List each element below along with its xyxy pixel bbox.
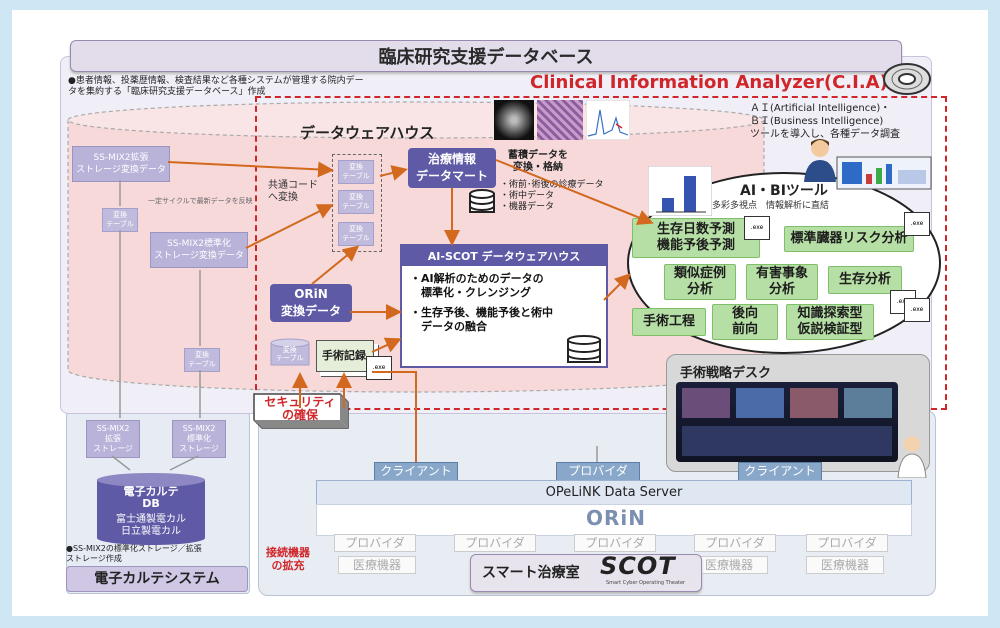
orin-logo: ORiN — [586, 506, 646, 530]
disc-icon — [883, 63, 931, 95]
device-provider-5: プロバイダ — [806, 534, 888, 552]
doctor-icon — [897, 436, 927, 478]
accum-items: ・術前･術後の診療データ・術中データ・機器データ — [500, 180, 604, 212]
aiscot-items: ・AI解析のためのデータの 標準化・クレンジング ・生存予後、機能予後と術中 デ… — [410, 272, 553, 333]
security-box — [253, 393, 349, 429]
opelink-server: OPeLiNK Data Server — [316, 480, 912, 506]
emr-vendor-label: 富士通製電カル日立製電カル — [116, 514, 186, 537]
device-3: 医療機器 — [806, 556, 884, 574]
device-provider-4: プロバイダ — [694, 534, 776, 552]
aiscot-title: AI-SCOT データウェアハウス — [402, 246, 606, 266]
analysis-survival: 生存日数予測機能予後予測 — [632, 218, 760, 258]
analysis-label: 分析 — [686, 282, 713, 297]
ai-tool-title: AI・BIツール — [740, 183, 828, 199]
analysis-label: 標準臓器リスク分析 — [790, 231, 908, 246]
analysis-label: 類似症例 — [673, 266, 726, 281]
analysis-label: 分析 — [768, 282, 795, 297]
smart-room-label — [470, 554, 702, 592]
analysis-label: 有害事象 — [755, 266, 808, 281]
ssmix-note: ●SS-MIX2の標準化ストレージ／拡張ストレージ作成 — [66, 544, 202, 563]
aiscot-db-icon — [567, 335, 601, 363]
analysis-organ-risk: 標準臓器リスク分析 — [784, 226, 914, 252]
cycle-note: 一定サイクルで最新データを反映 — [148, 197, 253, 205]
analysis-label: 生存日数予測 — [656, 222, 735, 237]
analysis-process: 手術工程 — [632, 308, 706, 336]
expand-label: 接続機器の拡充 — [266, 546, 310, 572]
device-2: 医療機器 — [690, 556, 768, 574]
conv-table-g3: 変換テーブル — [338, 222, 374, 246]
scot-logo: SCOT — [600, 552, 676, 580]
analysis-label: 後向 — [731, 306, 758, 321]
cia-title: Clinical Information Analyzer(C.I.A) — [530, 72, 888, 93]
conv-table-g1: 変換テーブル — [338, 160, 374, 184]
analysis-survival-analysis: 生存分析 — [828, 266, 902, 294]
note-top: ●患者情報、投薬歴情報、検査結果など各種システムが管理する院内データを集約する「… — [68, 76, 364, 97]
mini-bar-chart — [648, 166, 712, 216]
analysis-label: 生存分析 — [838, 272, 891, 287]
analyst-icon — [804, 139, 836, 182]
analysis-label: 仮説検証型 — [797, 322, 863, 337]
analysis-similar: 類似症例分析 — [664, 264, 736, 300]
ssmix-std-conv-box: SS-MIX2標準化ストレージ変換データ — [150, 232, 248, 268]
conv-table-g2: 変換テーブル — [338, 190, 374, 214]
device-provider-2: プロバイダ — [454, 534, 536, 552]
aiscot-box: AI-SCOT データウェアハウス ・AI解析のためのデータの 標準化・クレンジ… — [400, 244, 608, 368]
analysis-knowledge: 知識探索型仮説検証型 — [786, 304, 874, 340]
ssmix-ext-conv-box: SS-MIX2拡張ストレージ変換データ — [72, 146, 170, 182]
ai-tool-sub: 多彩多視点 情報解析に直結 — [712, 201, 830, 211]
analysis-retro-pro: 後向前向 — [712, 304, 778, 340]
histology-image — [537, 100, 583, 140]
surgery-record-label: 手術記録 — [322, 349, 366, 362]
device-1: 医療機器 — [338, 556, 416, 574]
device-provider-3: プロバイダ — [574, 534, 656, 552]
surgical-desk-screens — [676, 382, 898, 462]
page-title: 臨床研究支援データベース — [70, 40, 902, 72]
analysis-label: 知識探索型 — [797, 306, 863, 321]
mart-db-icon — [469, 189, 495, 213]
analysis-label: 前向 — [731, 322, 758, 337]
exe-icon-record: .exe — [366, 356, 392, 380]
cia-region — [255, 96, 947, 410]
analysis-label: 機能予後予測 — [656, 238, 735, 253]
conv-table-left-mid: 変換テーブル — [184, 348, 220, 372]
ai-bi-note: ＡＩ(Artificial Intelligence)・ＢＩ(Business … — [750, 103, 900, 140]
treatment-mart-box: 治療情報データマート — [408, 148, 496, 188]
orin-cyl-icon — [270, 338, 310, 366]
monitor-icon — [836, 156, 932, 190]
emr-system-label: 電子カルテシステム — [66, 566, 248, 592]
emr-db-cylinder — [97, 473, 205, 545]
analysis-label: 手術工程 — [642, 314, 695, 329]
exe-icon-4: .exe — [904, 298, 930, 322]
accum-label: 蓄積データを変換・格納 — [508, 150, 568, 173]
surgical-desk-title: 手術戦略デスク — [680, 366, 772, 381]
exe-icon-2: .exe — [904, 212, 930, 236]
common-code-label: 共通コードへ変換 — [268, 180, 318, 203]
mri-image — [494, 100, 534, 140]
orin-cyl-label: 変換テーブル — [276, 346, 304, 362]
client-tab-left: クライアント — [374, 462, 458, 481]
smart-room-title: スマート治療室 — [482, 565, 580, 581]
scot-sub: Smart Cyber Operating Theater — [606, 580, 686, 586]
analysis-adverse: 有害事象分析 — [746, 264, 818, 300]
spectrum-chart — [586, 100, 630, 140]
device-provider-1: プロバイダ — [334, 534, 416, 552]
exe-icon-1: .exe — [744, 216, 770, 240]
dwh-title: データウェアハウス — [300, 124, 435, 142]
